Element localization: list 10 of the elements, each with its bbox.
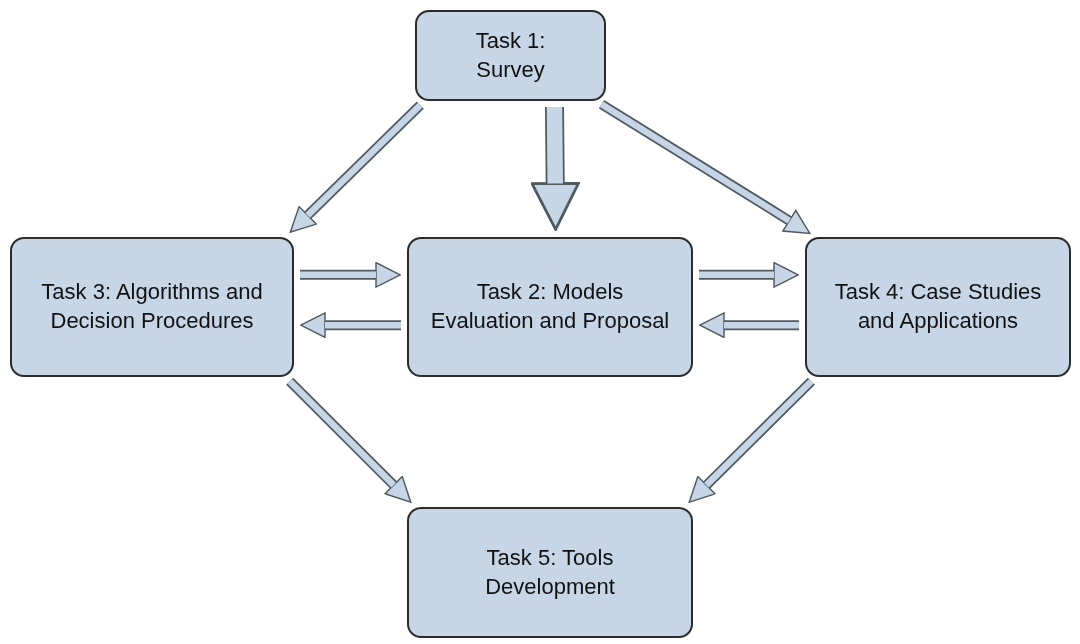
task-label: Task 4: Case Studies and Applications	[833, 278, 1043, 335]
task-label: Task 5: Tools Development	[484, 543, 616, 601]
task-label: Task 1: Survey	[474, 26, 547, 84]
task-box	[805, 237, 1071, 377]
task-label: Task 2: Models Evaluation and Proposal	[430, 278, 670, 335]
task-box	[407, 237, 693, 377]
task-box	[10, 237, 294, 377]
task-box	[407, 507, 693, 638]
task-box	[415, 10, 606, 101]
task-label: Task 3: Algorithms and Decision Procedures	[40, 278, 264, 335]
